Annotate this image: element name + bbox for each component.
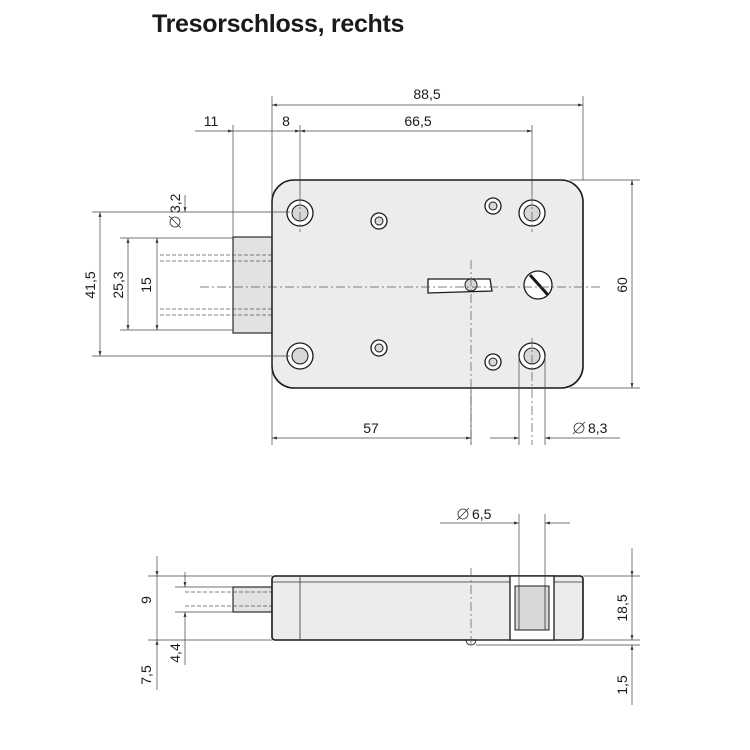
dim-latch-offset: 11 bbox=[204, 113, 219, 129]
dim-side-bolt: 9 bbox=[138, 596, 154, 604]
dim-body-thickness: 18,5 bbox=[614, 594, 630, 621]
dim-hole-dia: 8,3 bbox=[572, 420, 608, 436]
top-view: 88,5 11 8 66,5 41,5 25,3 15 3,2 60 57 8,… bbox=[82, 86, 640, 445]
dim-hole-dia-text: 8,3 bbox=[588, 420, 608, 436]
dim-side-lower: 7,5 bbox=[138, 665, 154, 685]
dim-small-hole-dia-text: 3,2 bbox=[167, 193, 183, 213]
dim-small-hole-dia: 3,2 bbox=[167, 193, 183, 229]
side-bolt bbox=[232, 586, 273, 613]
dim-base-offset: 1,5 bbox=[614, 675, 630, 695]
dim-side-hole-dia-text: 6,5 bbox=[472, 506, 492, 522]
key-slot bbox=[427, 278, 493, 294]
dim-overall-length: 88,5 bbox=[413, 86, 440, 102]
dim-side-hole-dia: 6,5 bbox=[456, 506, 492, 522]
side-view: 6,5 9 4,4 7,5 18,5 1,5 bbox=[138, 506, 640, 705]
dim-height-mid: 25,3 bbox=[110, 271, 126, 298]
mounting-hole-bl bbox=[286, 342, 314, 370]
screw-head bbox=[523, 270, 553, 300]
bolt-body bbox=[232, 236, 273, 334]
dim-hole-spacing: 66,5 bbox=[404, 113, 431, 129]
dim-bolt-height: 15 bbox=[138, 277, 154, 293]
small-hole-1 bbox=[370, 212, 388, 230]
dim-height-outer: 41,5 bbox=[82, 271, 98, 298]
small-hole-2 bbox=[484, 197, 502, 215]
small-hole-3 bbox=[370, 339, 388, 357]
drawing-title: Tresorschloss, rechts bbox=[152, 10, 405, 38]
dim-side-offset: 4,4 bbox=[167, 643, 183, 663]
dim-key-position: 57 bbox=[363, 420, 379, 436]
small-hole-4 bbox=[484, 353, 502, 371]
side-body bbox=[271, 575, 584, 641]
dim-body-height: 60 bbox=[614, 277, 630, 293]
dim-hole-edge-offset: 8 bbox=[282, 113, 290, 129]
